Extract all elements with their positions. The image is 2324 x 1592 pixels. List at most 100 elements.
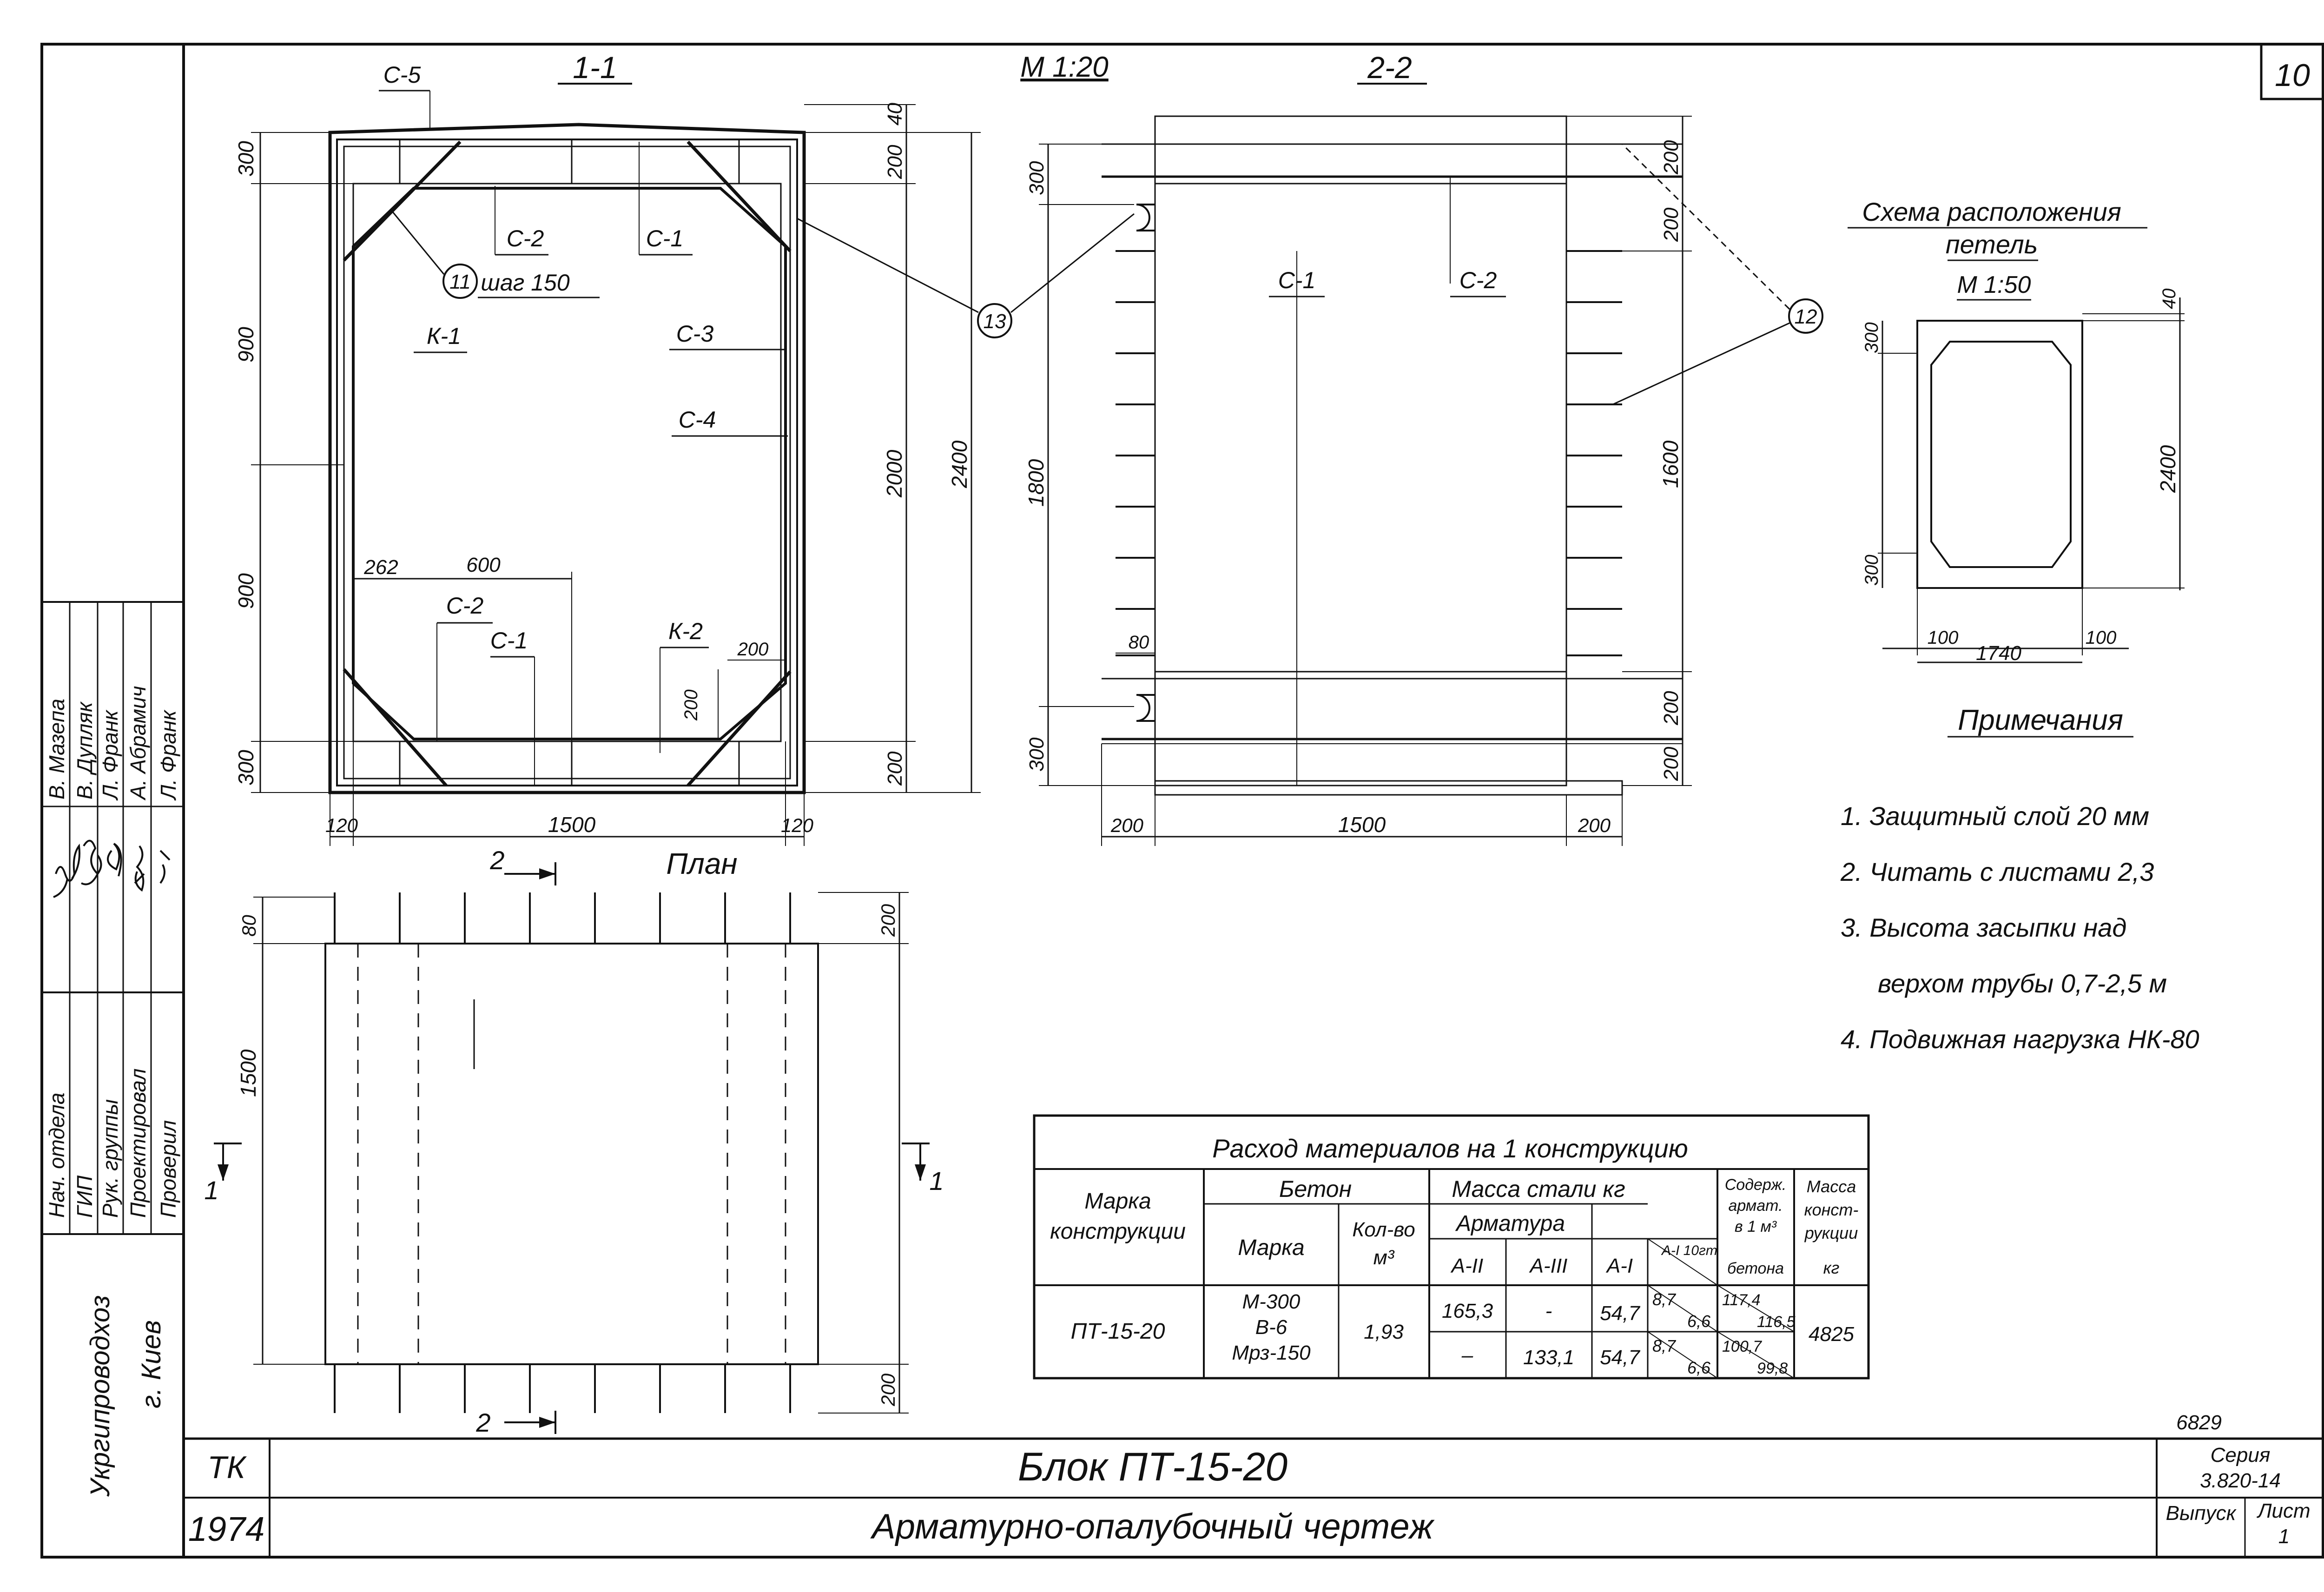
td-a1-1: 54,7 [1600, 1302, 1640, 1325]
section-1-1-title: 1-1 [573, 50, 617, 85]
cut-mark-2-top: 2 [489, 846, 504, 875]
label-c3: С-3 [676, 321, 714, 347]
label-2-2-c2: С-2 [1459, 267, 1497, 293]
stamp-role-3: Рук. группы [98, 1099, 122, 1218]
sheet-frame: 10 [40, 43, 2324, 1559]
label-k1: К-1 [427, 323, 461, 349]
note-3-cont: верхом трубы 0,7-2,5 м [1878, 969, 2167, 998]
stamp-name-5: Л. Франк [156, 709, 180, 801]
dim-loop-a: 40 [2159, 289, 2179, 310]
th-steel: Масса стали кг [1452, 1176, 1625, 1202]
step-note: шаг 150 [481, 270, 569, 296]
stamp-name-4: А. Абрамич [126, 686, 150, 801]
loop-scheme: Схема расположения петель М 1:50 40 300 … [1848, 197, 2185, 665]
dim-plan-right-a: 200 [877, 904, 899, 937]
cut-mark-1-left: 1 [204, 1176, 218, 1205]
dim-1-1-inner-a: 262 [363, 556, 398, 579]
series-value: 3.820-14 [2200, 1469, 2281, 1492]
dim-loop-b: 300 [1862, 322, 1882, 353]
stamp-role-1: Нач. отдела [45, 1093, 69, 1218]
td-a1-10gt-2b: 6,6 [1687, 1358, 1711, 1377]
th-content-4: бетона [1727, 1260, 1784, 1277]
dim-2-2-left-a: 300 [1025, 161, 1048, 195]
section-1-1: 1-1 300 900 900 300 [234, 50, 981, 846]
lifting-loop-bottom [1136, 694, 1155, 722]
dim-plan-right-b: 200 [877, 1373, 899, 1407]
dim-1-1-left-a: 300 [234, 141, 258, 177]
dim-2-2-left-b: 1800 [1024, 459, 1048, 507]
drawing-subtitle: Арматурно-опалубочный чертеж [870, 1507, 1435, 1546]
td-volume: 1,93 [1364, 1321, 1404, 1343]
stamp-organization: Укргипроводхоз [85, 1295, 115, 1497]
dim-plan-left-a: 80 [238, 915, 260, 937]
td-a1-10gt-1b: 6,6 [1687, 1312, 1711, 1331]
th-mark-2: конструкции [1050, 1219, 1186, 1244]
label-c1-top: С-1 [646, 225, 684, 251]
stamp-role-4: Проектировал [126, 1069, 150, 1218]
dim-plan-left-b: 1500 [236, 1049, 260, 1097]
issue-label: Выпуск [2166, 1502, 2237, 1525]
label-c2-bottom: С-2 [446, 593, 484, 619]
th-mass-1: Масса [1807, 1177, 1856, 1196]
loop-scheme-scale: М 1:50 [1957, 271, 2031, 298]
td-a2-1: 165,3 [1442, 1300, 1493, 1322]
callout-13: 13 [984, 310, 1006, 333]
cut-mark-1-right: 1 [929, 1166, 944, 1196]
main-scale: М 1:20 [1020, 51, 1109, 83]
label-k2: К-2 [668, 618, 703, 644]
dim-loop-g: 1740 [1976, 642, 2021, 665]
dim-2-2-left-c: 300 [1025, 737, 1048, 772]
dim-1-1-left-d: 300 [234, 750, 258, 786]
td-a1-10gt-2a: 8,7 [1652, 1336, 1677, 1355]
callout-11-circle [442, 264, 478, 299]
callout-13-circle [977, 303, 1012, 338]
loop-scheme-title-2: петель [1946, 230, 2038, 259]
label-c4: С-4 [679, 407, 716, 433]
callout-12: 12 [1795, 305, 1817, 328]
th-volume-1: Кол-во [1352, 1218, 1415, 1241]
label-2-2-c1: С-1 [1278, 267, 1316, 293]
dim-1-1-bottom-a: 120 [325, 814, 358, 836]
td-concrete-mark-2: В-6 [1255, 1316, 1287, 1339]
td-content-2b: 99,8 [1757, 1360, 1788, 1377]
td-content-1a: 117,4 [1722, 1291, 1761, 1309]
dim-loop-f: 100 [2086, 628, 2117, 648]
stamp-city: г. Киев [136, 1320, 166, 1408]
td-mark: ПТ-15-20 [1071, 1319, 1165, 1344]
note-4: 4. Подвижная нагрузка НК-80 [1841, 1024, 2199, 1054]
th-a2: А-II [1450, 1255, 1483, 1277]
table-title: Расход материалов на 1 конструкцию [1212, 1134, 1688, 1163]
th-content-3: в 1 м³ [1735, 1218, 1777, 1235]
dim-1-1-right-c: 2000 [882, 449, 906, 498]
th-volume-2: м³ [1373, 1246, 1395, 1269]
stamp-role-5: Проверил [156, 1120, 180, 1218]
drawing-title: Блок ПТ-15-20 [1018, 1445, 1287, 1489]
td-content-1b: 116,5 [1757, 1313, 1796, 1331]
dim-2-2-right-a: 200 [1660, 140, 1683, 175]
notes-title: Примечания [1958, 704, 2123, 736]
dim-1-1-left-b: 900 [234, 327, 258, 363]
loop-scheme-title-1: Схема расположения [1862, 197, 2121, 226]
td-a3-1: - [1545, 1300, 1552, 1322]
th-content-1: Содерж. [1725, 1176, 1787, 1194]
th-a1-10gt: А-I 10гт [1661, 1243, 1717, 1258]
materials-table: Расход материалов на 1 конструкцию Марка… [1033, 1114, 1870, 1380]
th-rebar: Арматура [1455, 1211, 1565, 1236]
stamp-name-3: Л. Франк [98, 709, 122, 801]
dim-1-1-bottom-b: 1500 [548, 813, 596, 837]
dim-1-1-inner-b: 600 [466, 554, 501, 576]
section-2-2-title: 2-2 [1367, 50, 1412, 85]
td-mass: 4825 [1809, 1323, 1854, 1346]
stamp-name-1: В. Мазепа [45, 699, 69, 799]
notes: Примечания 1. Защитный слой 20 мм 2. Чит… [1840, 704, 2199, 1054]
lifting-loop-top [1136, 204, 1155, 231]
sheet-value: 1 [2278, 1525, 2290, 1548]
dim-loop-d: 300 [1862, 555, 1882, 586]
dim-2-2-right-e: 200 [1660, 746, 1683, 781]
dim-1-1-bottom-c: 120 [781, 814, 814, 836]
th-a3: А-III [1529, 1255, 1568, 1277]
stamp-year: 1974 [188, 1510, 265, 1548]
callout-11: 11 [449, 271, 471, 293]
cut-mark-2-bottom: 2 [475, 1408, 490, 1437]
